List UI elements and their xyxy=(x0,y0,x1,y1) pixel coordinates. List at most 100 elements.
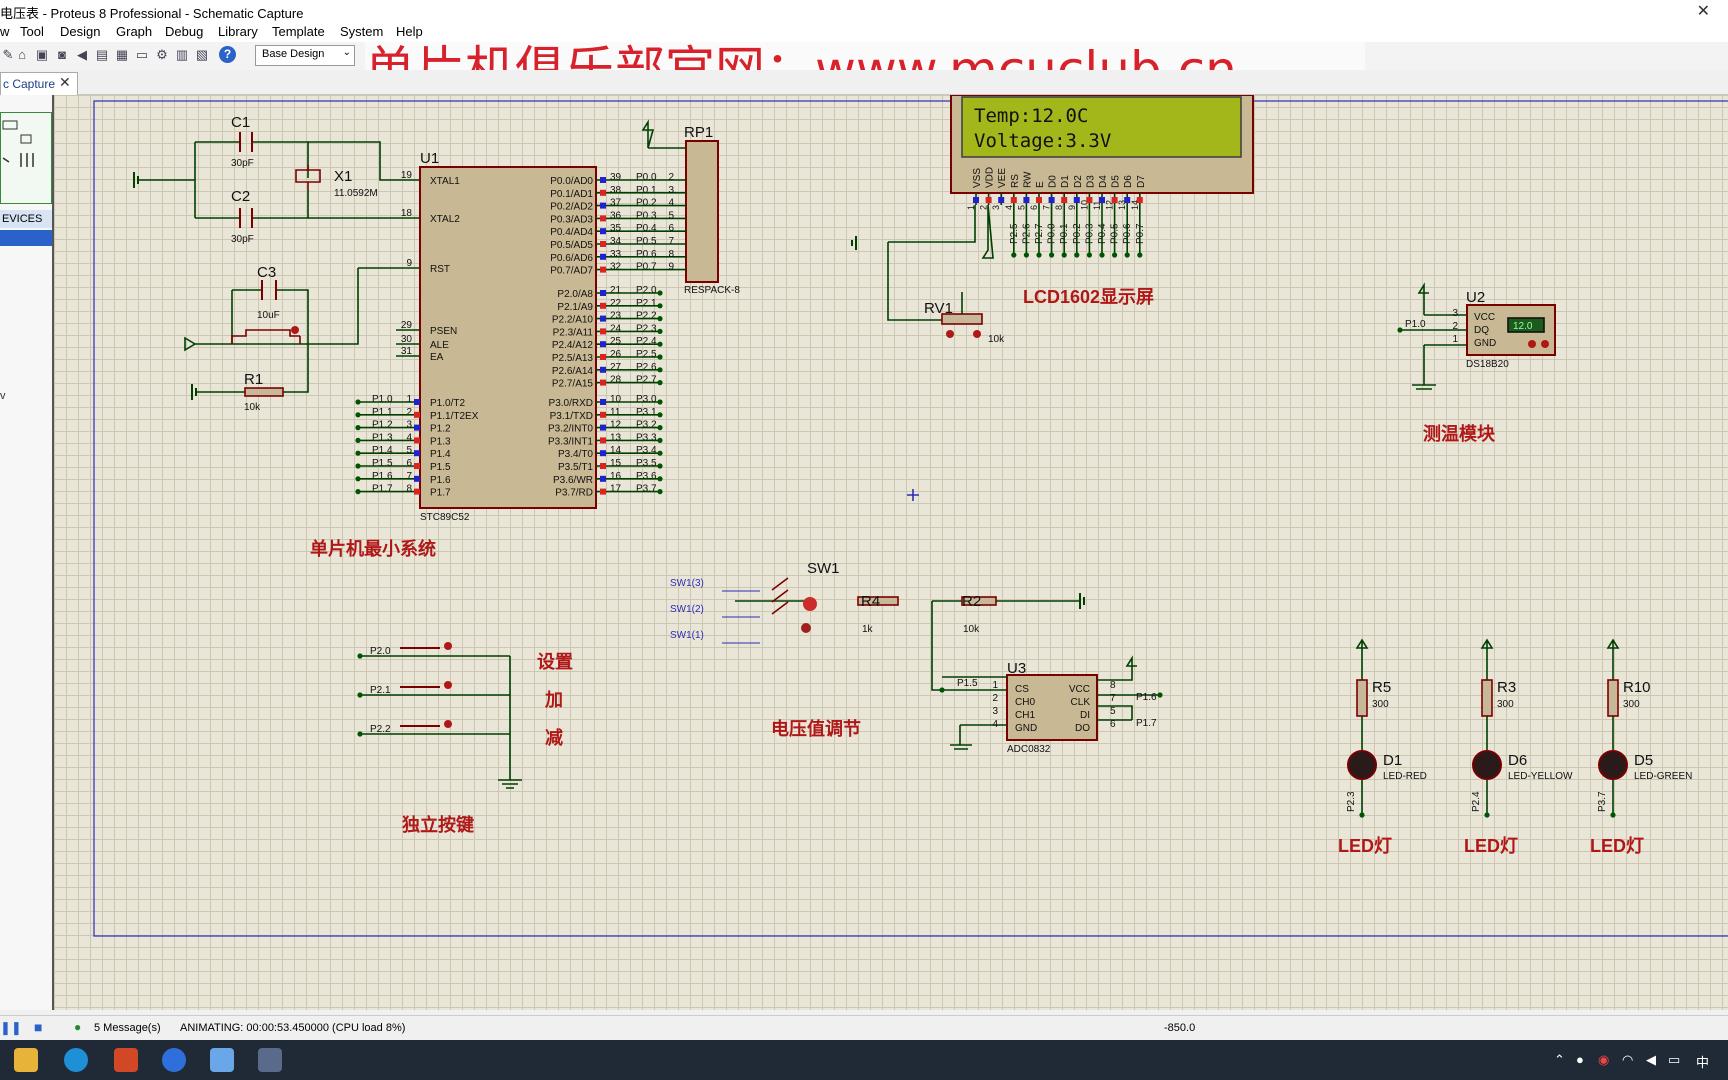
ime-indicator[interactable]: 中 xyxy=(1696,1055,1710,1070)
lcd-net-terminal[interactable] xyxy=(1074,252,1080,258)
device-list-selected[interactable] xyxy=(0,230,52,246)
lcd-net-terminal[interactable] xyxy=(1112,252,1118,258)
u1-port-terminal[interactable] xyxy=(657,450,663,456)
u1-port-terminal[interactable] xyxy=(657,303,663,309)
wire-keys xyxy=(360,655,511,780)
office-app-icon[interactable] xyxy=(114,1048,138,1072)
tab-schematic-capture[interactable]: c Capture ✕ xyxy=(0,72,78,95)
lcd-net-terminal[interactable] xyxy=(1061,252,1067,258)
overview-preview[interactable] xyxy=(0,112,52,204)
pause-icon[interactable]: ❚❚ xyxy=(0,1020,22,1035)
chip-icon[interactable]: ▣ xyxy=(35,47,49,62)
u1-port-terminal[interactable] xyxy=(657,489,663,495)
component-icon[interactable]: ◙ xyxy=(58,47,66,62)
stop-icon[interactable]: ■ xyxy=(34,1019,43,1035)
reset-press-button[interactable] xyxy=(291,326,299,334)
menu-template[interactable]: Template xyxy=(272,24,325,39)
home-icon[interactable]: ⌂ xyxy=(18,47,26,62)
u2-temp-down-button[interactable] xyxy=(1528,340,1536,348)
key-press-button[interactable] xyxy=(444,681,452,689)
u3-clk-terminal[interactable] xyxy=(1157,692,1163,698)
u1-port-terminal[interactable] xyxy=(657,412,663,418)
gallery-icon[interactable]: ▤ xyxy=(95,47,109,62)
u2-net-terminal[interactable] xyxy=(1397,327,1403,333)
lcd-net-terminal[interactable] xyxy=(1023,252,1029,258)
u1-port-terminal[interactable] xyxy=(657,354,663,360)
u1-p1-terminal[interactable] xyxy=(355,450,361,456)
lcd-net-terminal[interactable] xyxy=(1049,252,1055,258)
key-terminal[interactable] xyxy=(357,653,363,659)
u1-port-terminal[interactable] xyxy=(657,463,663,469)
calculator-icon[interactable]: ▦ xyxy=(115,47,129,62)
key-press-button[interactable] xyxy=(444,642,452,650)
led-terminal[interactable] xyxy=(1610,812,1616,818)
proteus-app-icon[interactable] xyxy=(258,1048,282,1072)
sw1-contact[interactable] xyxy=(801,623,811,633)
u1-p1-terminal[interactable] xyxy=(355,476,361,482)
led-terminal[interactable] xyxy=(1359,812,1365,818)
u1-port-terminal[interactable] xyxy=(657,425,663,431)
u1-p1-terminal[interactable] xyxy=(355,437,361,443)
lcd-net-terminal[interactable] xyxy=(1124,252,1130,258)
message-count[interactable]: 5 Message(s) xyxy=(94,1022,161,1034)
menu-design[interactable]: Design xyxy=(60,24,101,39)
u1-p1-terminal[interactable] xyxy=(355,412,361,418)
u1-port-terminal[interactable] xyxy=(657,328,663,334)
u1-port-terminal[interactable] xyxy=(657,399,663,405)
edge-browser-icon[interactable] xyxy=(64,1048,88,1072)
close-tab-icon[interactable]: ✕ xyxy=(59,74,71,90)
menu-view[interactable]: w xyxy=(0,24,10,39)
lcd-net-terminal[interactable] xyxy=(1099,252,1105,258)
wifi-icon[interactable]: ◠ xyxy=(1622,1052,1634,1067)
file-explorer-icon[interactable] xyxy=(14,1048,38,1072)
keyboard-icon[interactable]: ▭ xyxy=(1668,1052,1681,1067)
rv1-increase-button[interactable] xyxy=(973,330,981,338)
devices-header[interactable]: EVICES xyxy=(0,210,52,228)
u1-port-terminal[interactable] xyxy=(657,316,663,322)
help-icon[interactable]: ? xyxy=(219,46,236,63)
rewind-icon[interactable]: ◀ xyxy=(77,47,87,62)
key-terminal[interactable] xyxy=(357,692,363,698)
search-app-icon[interactable] xyxy=(162,1048,186,1072)
u1-port-terminal[interactable] xyxy=(657,290,663,296)
key-terminal[interactable] xyxy=(357,731,363,737)
menu-debug[interactable]: Debug xyxy=(165,24,204,39)
report-icon[interactable]: ▧ xyxy=(195,47,209,62)
gear-icon[interactable]: ⚙ xyxy=(156,47,168,62)
chevron-up-icon[interactable]: ⌃ xyxy=(1554,1052,1565,1067)
u1-port-terminal[interactable] xyxy=(657,341,663,347)
lcd-net-terminal[interactable] xyxy=(1137,252,1143,258)
lcd-net-terminal[interactable] xyxy=(1011,252,1017,258)
sw1-active-contact[interactable] xyxy=(803,597,817,611)
led-terminal[interactable] xyxy=(1484,812,1490,818)
u1-p1-terminal[interactable] xyxy=(355,425,361,431)
u1-p1-terminal[interactable] xyxy=(355,399,361,405)
pcb-icon[interactable]: ▥ xyxy=(175,47,189,62)
u1-port-terminal[interactable] xyxy=(657,380,663,386)
rv1-decrease-button[interactable] xyxy=(946,330,954,338)
lcd-net-terminal[interactable] xyxy=(1086,252,1092,258)
u1-port-terminal[interactable] xyxy=(657,367,663,373)
u1-port-terminal[interactable] xyxy=(657,437,663,443)
u3-cs-terminal[interactable] xyxy=(939,687,945,693)
menu-library[interactable]: Library xyxy=(218,24,258,39)
design-select[interactable]: Base Design ⌄ xyxy=(255,45,355,66)
u1-p1-terminal[interactable] xyxy=(355,463,361,469)
image-app-icon[interactable] xyxy=(210,1048,234,1072)
close-window-icon[interactable]: ✕ xyxy=(1696,3,1710,20)
menu-help[interactable]: Help xyxy=(396,24,423,39)
volume-icon[interactable]: ◀ xyxy=(1646,1052,1656,1067)
document-icon[interactable]: ▭ xyxy=(135,47,149,62)
menu-tool[interactable]: Tool xyxy=(20,24,44,39)
lcd-net-terminal[interactable] xyxy=(1036,252,1042,258)
key-press-button[interactable] xyxy=(444,720,452,728)
microphone-icon[interactable]: ● xyxy=(1576,1052,1584,1067)
pencil-icon[interactable]: ✎ xyxy=(2,47,14,62)
menu-graph[interactable]: Graph xyxy=(116,24,153,39)
menu-system[interactable]: System xyxy=(340,24,384,39)
u1-port-terminal[interactable] xyxy=(657,476,663,482)
u2-temp-up-button[interactable] xyxy=(1541,340,1549,348)
record-icon[interactable]: ◉ xyxy=(1598,1052,1610,1067)
u1-p1-terminal[interactable] xyxy=(355,489,361,495)
